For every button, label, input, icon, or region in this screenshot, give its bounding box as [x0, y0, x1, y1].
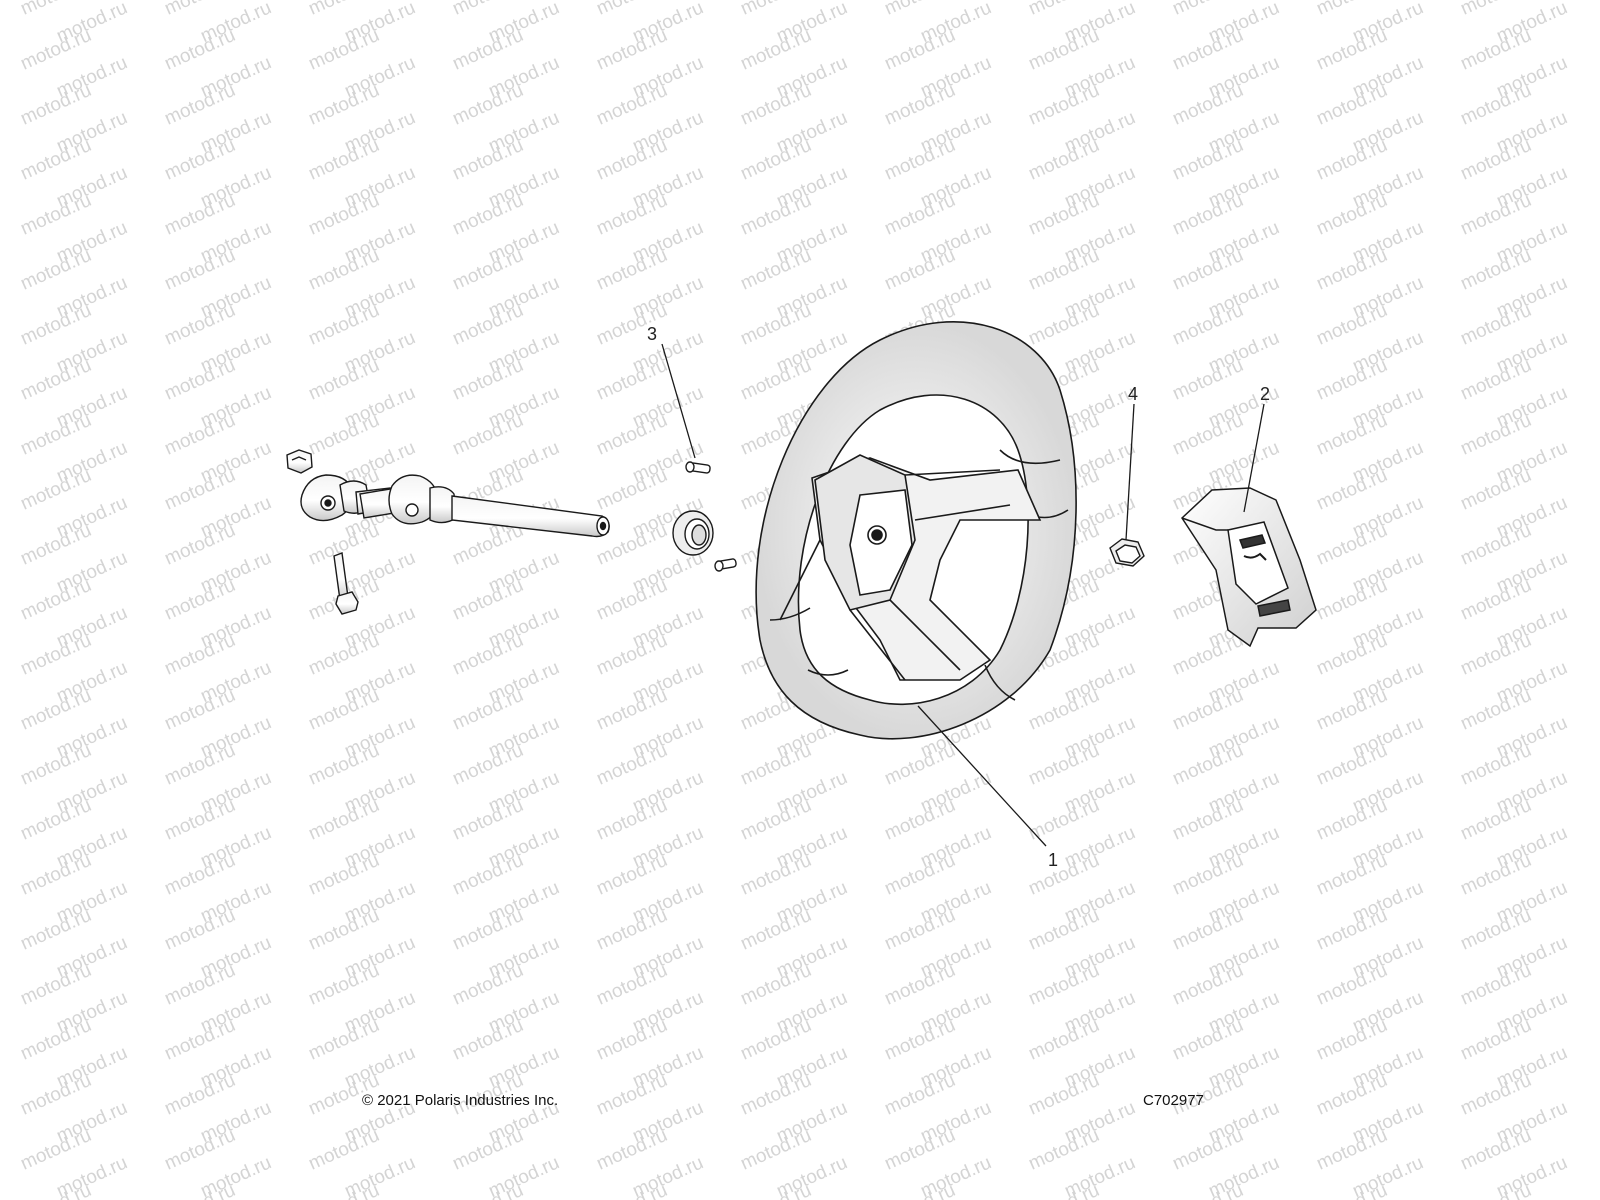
screw-lower	[714, 558, 737, 572]
center-cover	[1181, 487, 1317, 648]
callouts	[661, 343, 1265, 847]
leader-line-3	[661, 343, 696, 459]
callout-label-4: 4	[1128, 384, 1138, 404]
steering-wheel	[755, 320, 1077, 740]
steering-shaft-assembly	[286, 449, 610, 615]
pinch-bolt	[333, 552, 359, 615]
screw-upper	[685, 461, 711, 474]
leader-line-4	[1125, 403, 1135, 541]
leader-line-2	[1243, 403, 1265, 513]
shaft-nut	[286, 449, 313, 474]
callout-label-2: 2	[1260, 384, 1270, 404]
hub-nut	[1109, 538, 1145, 567]
callout-label-1: 1	[1048, 850, 1058, 870]
figure-id: C702977	[1143, 1092, 1204, 1109]
copyright-notice: © 2021 Polaris Industries Inc.	[362, 1092, 559, 1109]
callout-label-3: 3	[647, 324, 657, 344]
steering-shaft-tube	[451, 495, 610, 538]
leader-line-1	[917, 705, 1047, 847]
upper-u-joint	[388, 474, 457, 525]
bushing	[672, 510, 714, 556]
screw-and-bushing	[672, 461, 737, 572]
